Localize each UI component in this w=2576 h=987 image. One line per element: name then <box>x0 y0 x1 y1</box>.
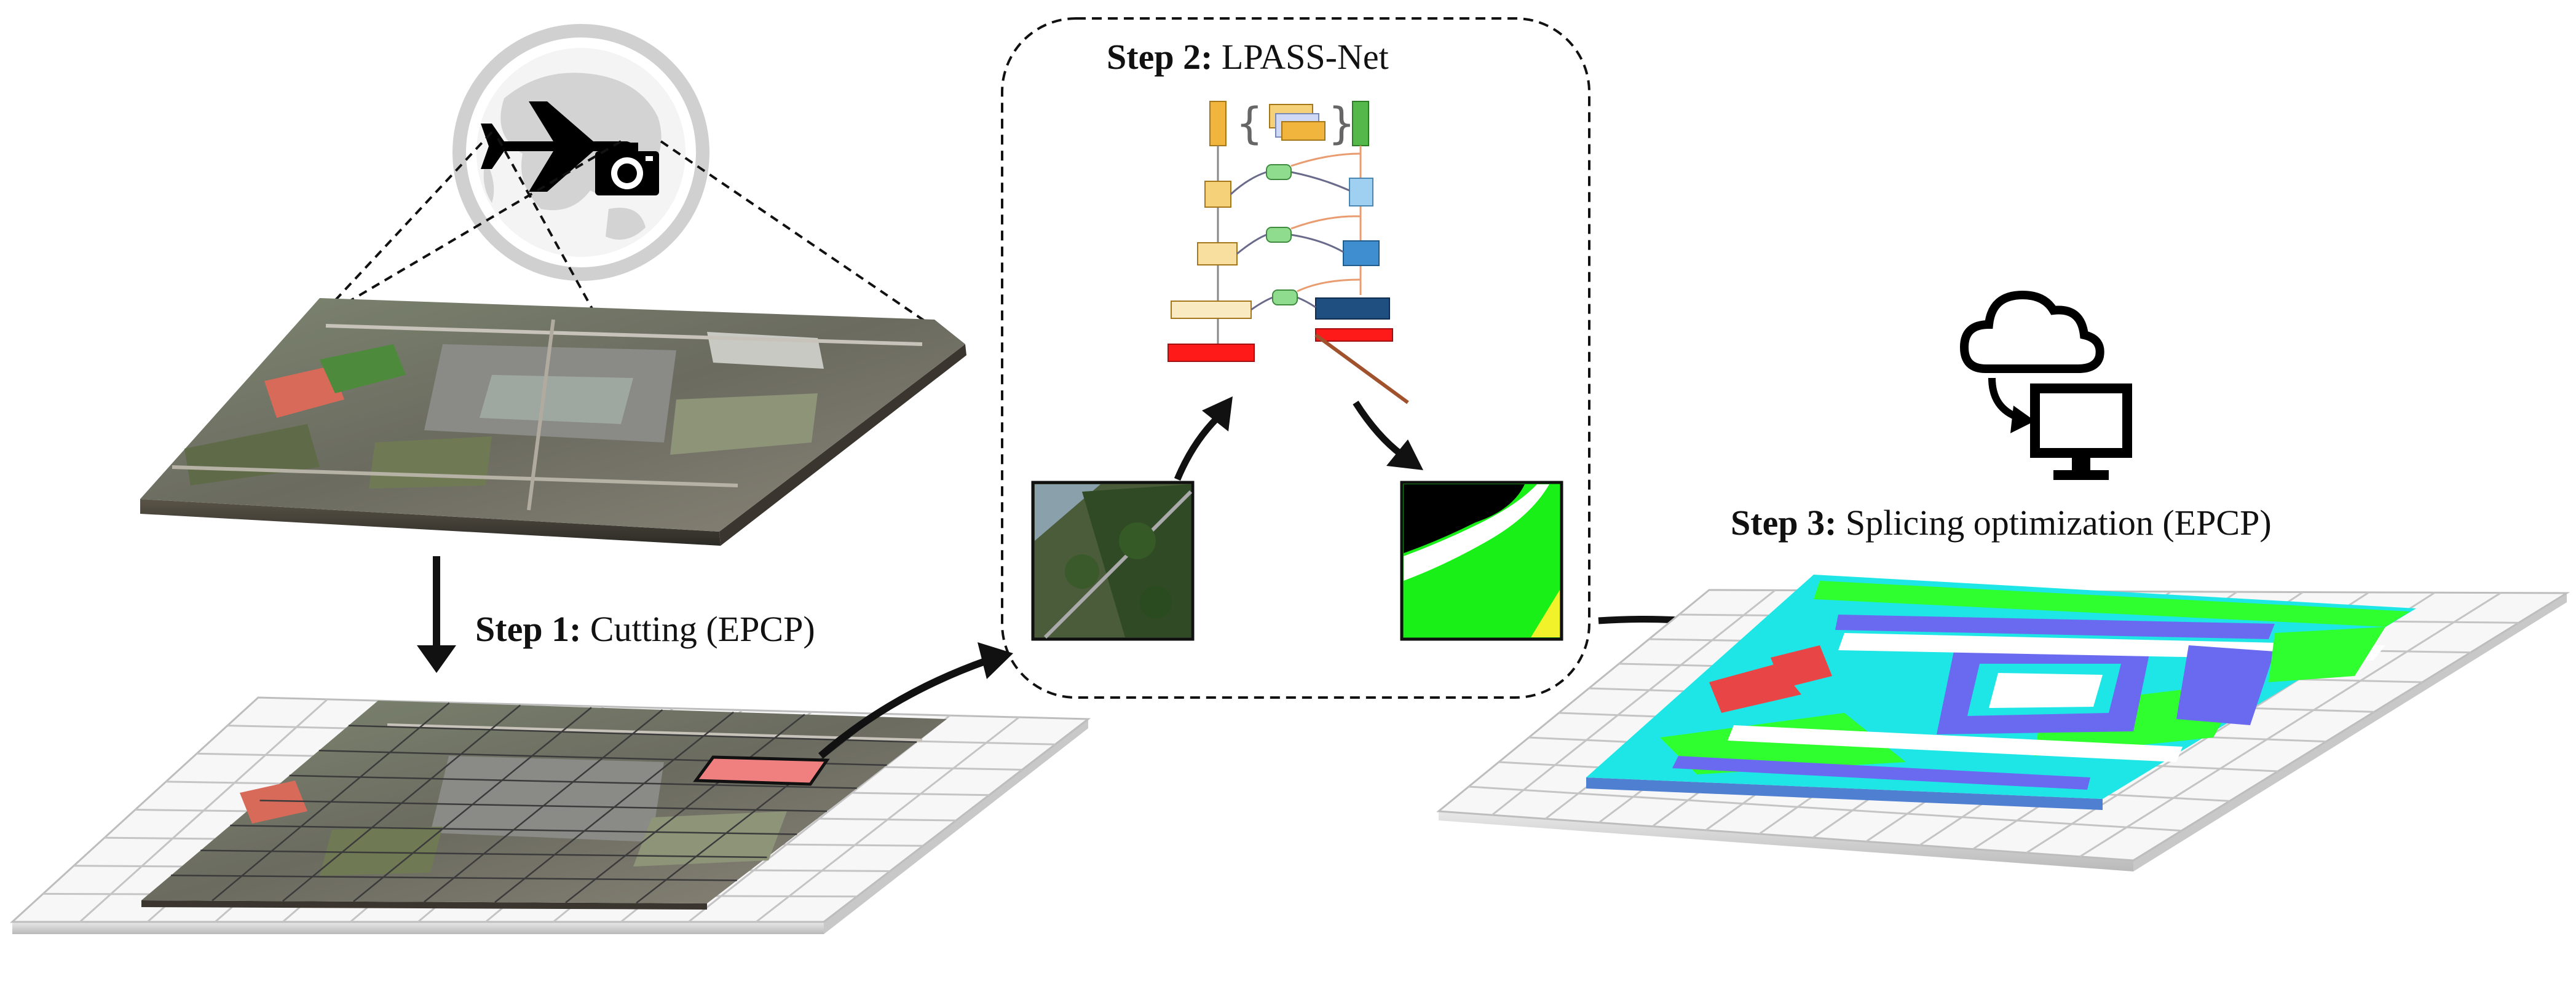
cloud-icon <box>1959 290 2104 433</box>
arrow-image-to-grid <box>417 556 456 673</box>
svg-text:}: } <box>1328 98 1356 149</box>
monitor-icon <box>2030 383 2132 480</box>
step2-label: Step 2: LPASS-Net <box>1107 37 1389 77</box>
aerial-image-tile <box>140 298 966 546</box>
lpass-net-panel <box>1001 17 1590 699</box>
output-patch <box>1400 481 1563 641</box>
network-architecture: { } <box>1167 98 1409 404</box>
selected-tile <box>693 755 830 786</box>
camera-icon <box>595 143 659 195</box>
arrow-network-to-output <box>1353 401 1423 470</box>
airplane-icon <box>481 101 635 192</box>
arrow-input-to-network <box>1174 396 1233 481</box>
segmentation-result <box>1586 575 2416 810</box>
svg-text:{: { <box>1236 98 1263 149</box>
arrow-tile-to-network <box>818 642 1013 759</box>
step1-label: Step 1: Cutting (EPCP) <box>475 609 815 649</box>
input-patch <box>1031 481 1195 641</box>
step3-label: Step 3: Splicing optimization (EPCP) <box>1731 503 2272 543</box>
cutting-image-tiles <box>141 701 947 910</box>
